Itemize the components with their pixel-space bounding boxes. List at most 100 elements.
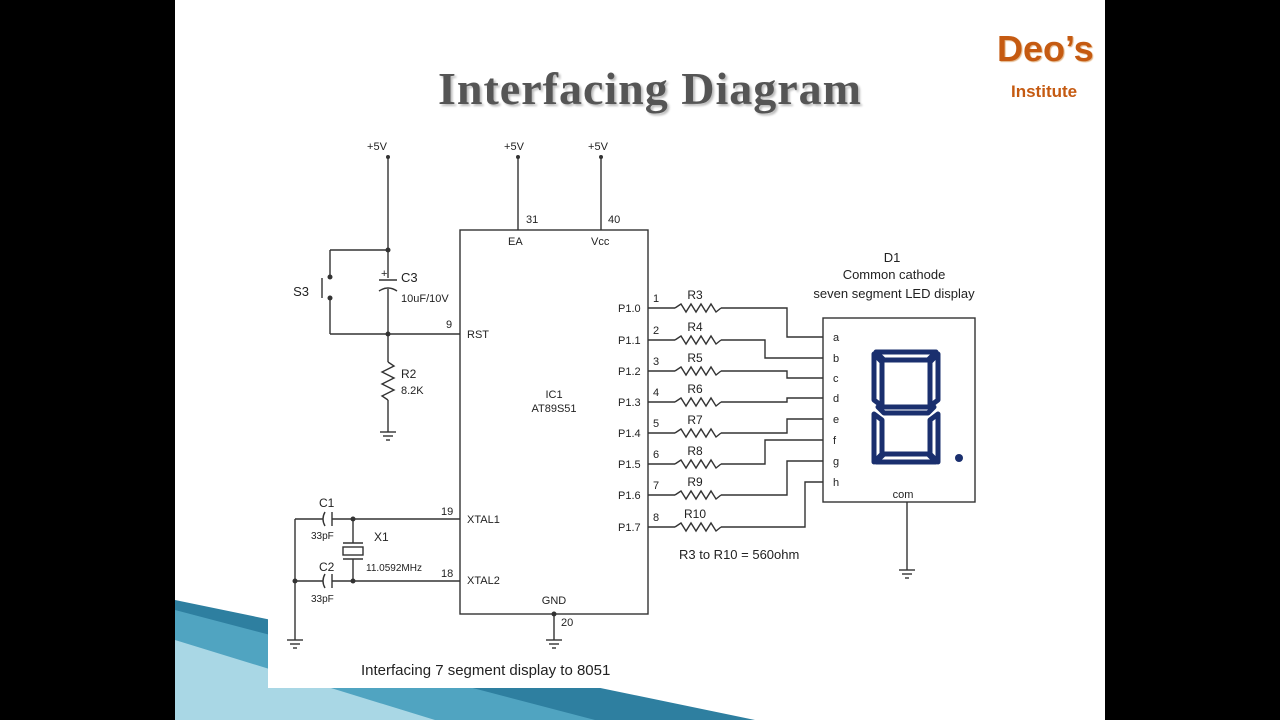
resistor-label: R4 <box>687 320 703 334</box>
logo-name: Deo’s <box>997 28 1094 69</box>
resistor-symbol <box>674 489 722 501</box>
segment-wire <box>721 370 823 379</box>
display-pin-label: e <box>833 414 839 426</box>
port-pin-number: 8 <box>653 512 659 524</box>
caption: Interfacing 7 segment display to 8051 <box>361 662 610 679</box>
gnd-pin-label: GND <box>542 595 567 607</box>
port-row: P1.1 2 R4 <box>618 320 823 359</box>
ic-ref-label: IC1 <box>545 389 562 401</box>
xtal1-pin-label: XTAL1 <box>467 514 500 526</box>
ea-pin-number: 31 <box>526 214 538 226</box>
port-label: P1.0 <box>618 303 641 315</box>
port-pin-number: 1 <box>653 293 659 305</box>
gnd-pin-number: 20 <box>561 617 573 629</box>
port-row: P1.5 6 R8 <box>618 439 823 471</box>
display-pin-label: f <box>833 435 837 447</box>
display-pin-label: b <box>833 353 839 365</box>
segment-g <box>875 404 937 416</box>
resistor-symbol <box>674 365 722 377</box>
x1-value-label: 11.0592MHz <box>366 563 422 574</box>
resistor-symbol <box>674 427 722 439</box>
c3-polarity-label: + <box>381 268 387 280</box>
logo-subtitle: Institute <box>1011 82 1078 101</box>
slide: Interfacing Diagram Deo’s Institute +5V … <box>175 0 1105 720</box>
resistor-label: R9 <box>687 475 703 489</box>
port-row: P1.3 4 R6 <box>618 382 823 409</box>
circuit-diagram: +5V S3 + C3 10uF/10V <box>287 141 976 679</box>
segment-wire <box>721 418 823 434</box>
vcc-pin-number: 40 <box>608 214 620 226</box>
resistor-label: R8 <box>687 444 703 458</box>
resistor-symbol <box>674 334 722 346</box>
vcc-supply-label: +5V <box>588 141 609 153</box>
ea-pin-label: EA <box>508 236 523 248</box>
oscillator-circuit: X1 11.0592MHz C1 33pF C2 33pF <box>287 496 460 649</box>
segment-e <box>871 411 885 465</box>
xtal2-pin-number: 18 <box>441 568 453 580</box>
r2-ref-label: R2 <box>401 367 417 381</box>
segment-f <box>871 351 885 409</box>
port-pin-number: 4 <box>653 387 659 399</box>
port-label: P1.2 <box>618 366 641 378</box>
c3-ref-label: C3 <box>401 270 418 285</box>
resistor-note: R3 to R10 = 560ohm <box>679 547 799 562</box>
port-row: P1.6 7 R9 <box>618 460 823 502</box>
page-title: Interfacing Diagram <box>438 63 862 114</box>
seven-segment-display: D1 Common cathode seven segment LED disp… <box>813 250 976 579</box>
port-row: P1.2 3 R5 <box>618 351 823 379</box>
port-pin-number: 7 <box>653 480 659 492</box>
xtal1-pin-number: 19 <box>441 506 453 518</box>
segment-wire <box>721 481 823 528</box>
rst-pin-number: 9 <box>446 319 452 331</box>
port-label: P1.6 <box>618 490 641 502</box>
display-ref-label: D1 <box>884 250 901 265</box>
port-label: P1.4 <box>618 428 641 440</box>
switch-s3-label: S3 <box>293 284 309 299</box>
port-label: P1.1 <box>618 335 641 347</box>
segment-b <box>927 351 941 409</box>
x1-ref-label: X1 <box>374 530 389 544</box>
resistor-symbol <box>674 458 722 470</box>
port-pin-number: 3 <box>653 356 659 368</box>
resistor-label: R6 <box>687 382 703 396</box>
ea-supply-label: +5V <box>504 141 525 153</box>
segment-d <box>873 451 939 465</box>
resistor-symbol <box>674 302 722 314</box>
port-label: P1.5 <box>618 459 641 471</box>
resistor-label: R7 <box>687 413 703 427</box>
port-label: P1.7 <box>618 522 641 534</box>
port-row: P1.0 1 R3 <box>618 288 823 338</box>
c2-ref-label: C2 <box>319 560 335 574</box>
segment-wire <box>721 339 823 359</box>
c2-value-label: 33pF <box>311 594 334 605</box>
display-pin-label: a <box>833 332 840 344</box>
port-row: P1.4 5 R7 <box>618 413 823 440</box>
segment-wire <box>721 460 823 496</box>
display-common-label: com <box>893 489 914 501</box>
segment-dp <box>955 454 963 462</box>
resistor-label: R5 <box>687 351 703 365</box>
reset-circuit: +5V S3 + C3 10uF/10V <box>293 141 460 441</box>
microcontroller: +5V 31 EA +5V 40 Vcc 9 RST IC1 AT89S51 1… <box>441 141 649 649</box>
segment-a <box>873 349 939 363</box>
segment-digit <box>871 349 941 465</box>
vcc-pin-label: Vcc <box>591 236 610 248</box>
port-pin-number: 5 <box>653 418 659 430</box>
display-pin-label: c <box>833 373 839 385</box>
resistor-symbol <box>674 396 722 408</box>
rst-pin-label: RST <box>467 329 489 341</box>
ic-part-label: AT89S51 <box>531 403 576 415</box>
xtal2-pin-label: XTAL2 <box>467 575 500 587</box>
segment-wire <box>721 307 823 338</box>
display-pin-label: d <box>833 393 839 405</box>
resistor-label: R3 <box>687 288 703 302</box>
port-pin-number: 2 <box>653 325 659 337</box>
port-label: P1.3 <box>618 397 641 409</box>
port-pin-number: 6 <box>653 449 659 461</box>
display-type-line2: seven segment LED display <box>813 286 975 301</box>
display-type-line1: Common cathode <box>843 267 946 282</box>
resistor-symbol <box>674 521 722 533</box>
